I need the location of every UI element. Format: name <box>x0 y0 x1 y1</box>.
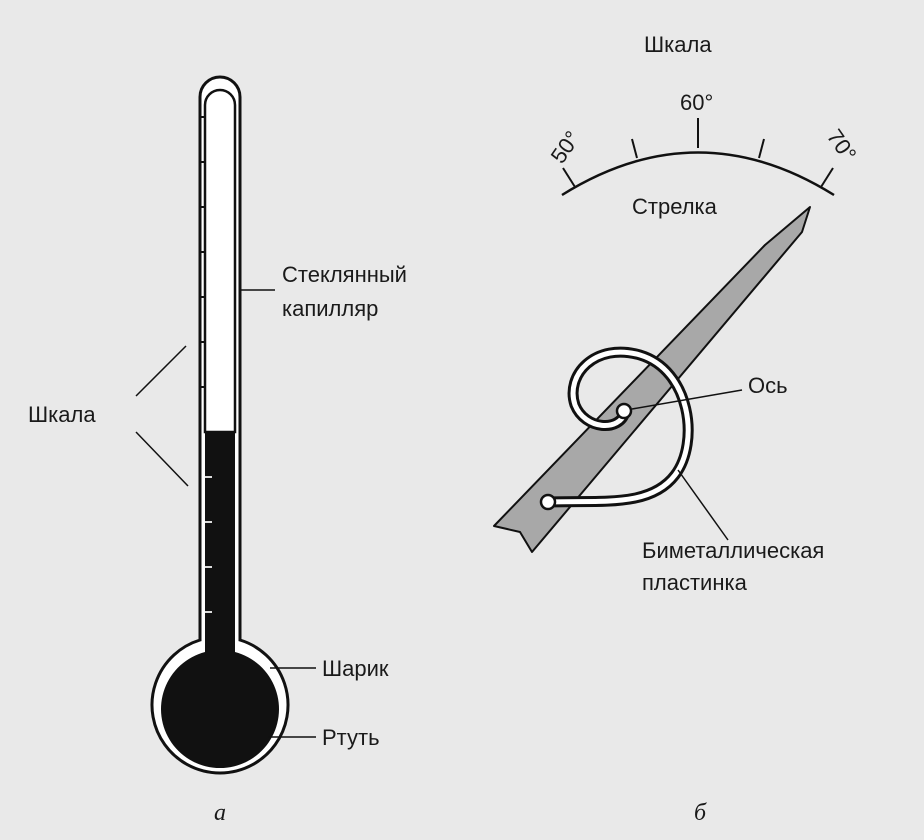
leader-lines-a <box>135 289 316 738</box>
scale-arc <box>561 151 835 197</box>
capillary-tube <box>203 88 237 434</box>
mercury <box>161 432 280 769</box>
axis-label: Ось <box>748 373 788 398</box>
liquid-thermometer: Стеклянный капилляр Шкала Шарик Ртуть а <box>28 75 407 826</box>
capillary-label-line2: капилляр <box>282 296 378 321</box>
scale-ticks <box>200 116 206 388</box>
bimetallic-thermometer: 50° 60° 70° Шкала Стрелка Ось Биметаллич… <box>493 32 862 826</box>
scale-arc-ticks <box>562 118 834 188</box>
pointer <box>493 206 811 553</box>
strip-end <box>539 493 557 511</box>
scale-label-a: Шкала <box>28 402 96 427</box>
scale-label-b: Шкала <box>644 32 712 57</box>
tick-label-70: 70° <box>822 125 862 167</box>
tick-label-50: 50° <box>546 126 586 168</box>
axis-pivot <box>615 402 633 420</box>
caption-b: б <box>694 800 707 826</box>
leader-lines-b <box>631 389 743 541</box>
mercury-label: Ртуть <box>322 725 380 750</box>
bimetal-label-line2: пластинка <box>642 570 748 595</box>
scale-ticks-on-mercury <box>205 476 212 613</box>
bimetal-strip-inner <box>545 349 691 505</box>
tick-label-60: 60° <box>680 90 713 115</box>
capillary-label-line1: Стеклянный <box>282 262 407 287</box>
pointer-label: Стрелка <box>632 194 718 219</box>
bulb-label: Шарик <box>322 656 389 681</box>
bimetal-label-line1: Биметаллическая <box>642 538 824 563</box>
caption-a: а <box>214 800 226 826</box>
